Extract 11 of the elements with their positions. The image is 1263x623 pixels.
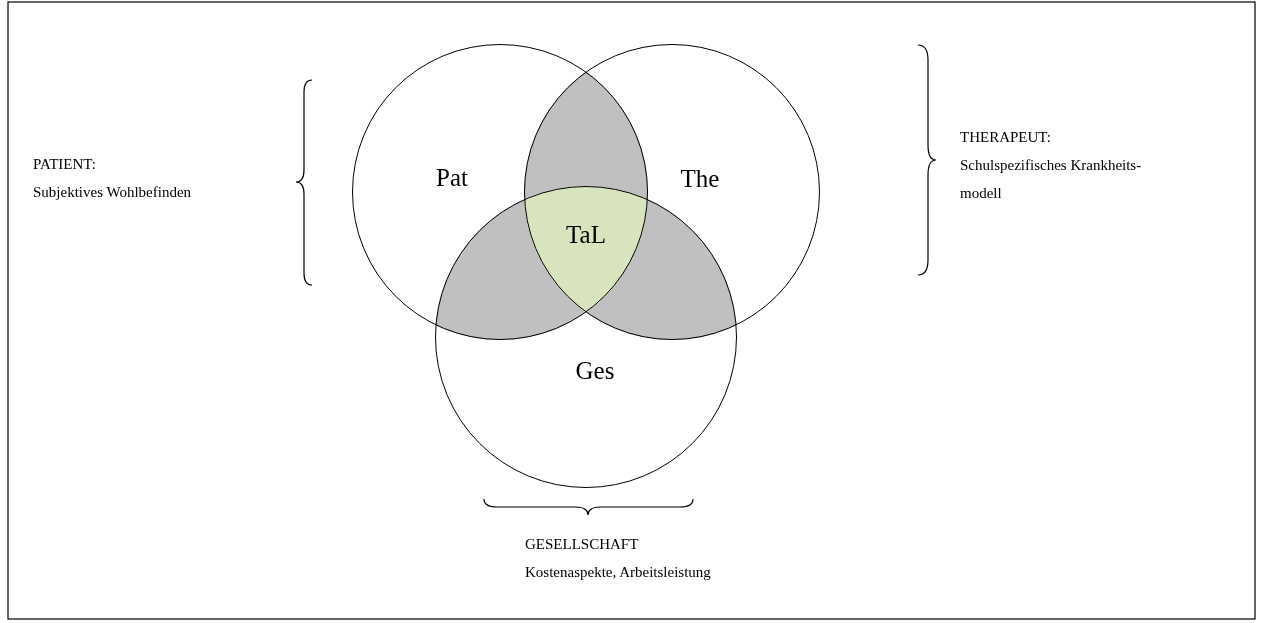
set-label: Pat bbox=[436, 164, 468, 192]
category-heading: THERAPEUT: bbox=[960, 128, 1051, 147]
set-label: TaL bbox=[566, 221, 606, 249]
set-label: Ges bbox=[575, 357, 615, 385]
intersection-region bbox=[524, 186, 648, 313]
description-text: Subjektives Wohlbefinden bbox=[33, 183, 192, 202]
description-text: Kostenaspekte, Arbeitsleistung bbox=[525, 563, 711, 582]
category-heading: GESELLSCHAFT bbox=[525, 535, 639, 554]
category-heading: PATIENT: bbox=[33, 155, 96, 174]
set-label: The bbox=[680, 165, 720, 193]
description-text: Schulspezifisches Krankheits- modell bbox=[960, 156, 1143, 203]
